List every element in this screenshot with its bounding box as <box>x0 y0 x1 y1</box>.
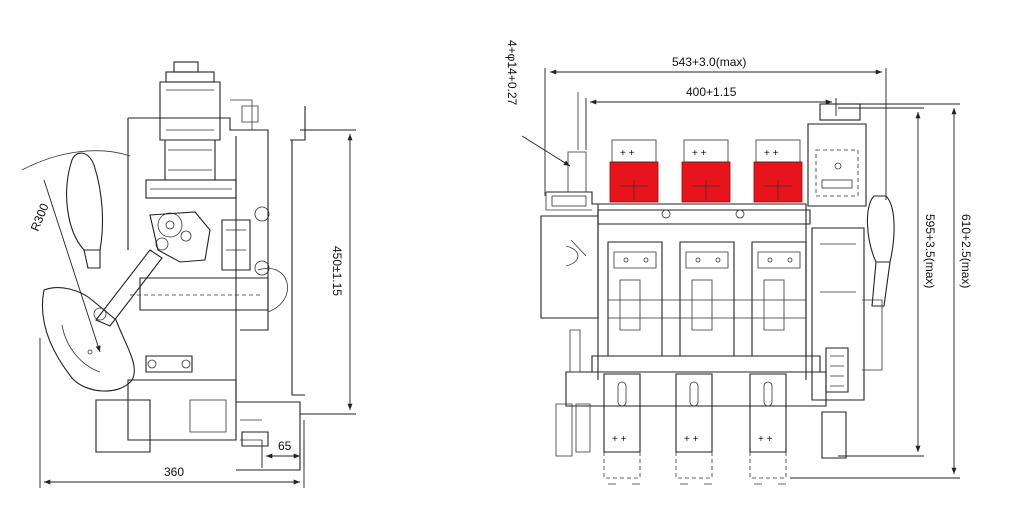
pole-span-label: 400+1.15 <box>686 85 737 99</box>
pole-mark-3: + + <box>764 148 779 159</box>
side-width-label: 360 <box>164 465 184 479</box>
hole-spec-label: 4+φ14+0.27 <box>505 40 519 106</box>
side-view <box>21 61 356 488</box>
overall-height-label: 610+2.5(max) <box>959 214 973 288</box>
terminal-mark-2: + + <box>684 434 699 445</box>
terminal-mark-1: + + <box>612 434 627 445</box>
pole-mark-2: + + <box>692 148 707 159</box>
side-height-label: 450±1.15 <box>330 246 344 296</box>
pole-mark-1: + + <box>620 148 635 159</box>
side-offset-label: 65 <box>278 439 292 453</box>
front-height-label: 595+3.5(max) <box>923 214 937 288</box>
overall-width-label: 543+3.0(max) <box>672 55 746 69</box>
radius-label: R300 <box>28 201 52 233</box>
front-view <box>521 68 960 485</box>
terminal-mark-3: + + <box>758 434 773 445</box>
